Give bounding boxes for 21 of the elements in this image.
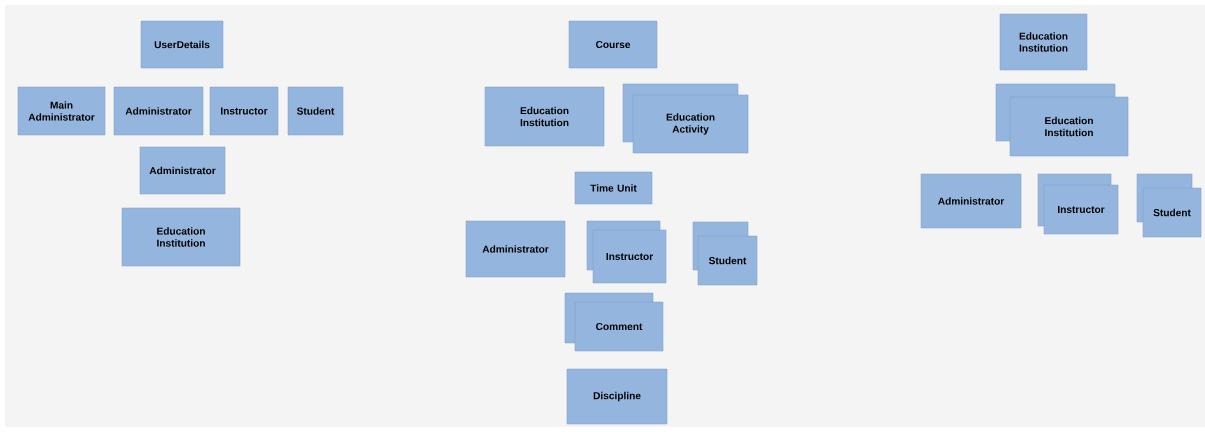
sticky-note: Administrator — [113, 86, 204, 136]
sticky-note: UserDetails — [140, 20, 224, 69]
stacked-notes: Instructor — [586, 220, 667, 284]
stacked-notes: Comment — [564, 292, 664, 352]
stacked-notes: Student — [1136, 173, 1202, 238]
stacked-notes: Student — [692, 221, 758, 286]
sticky-note: Course — [568, 20, 658, 69]
stacked-notes: Education Institution — [995, 83, 1129, 157]
sticky-note: Administrator — [465, 220, 566, 278]
sticky-note: Education Institution — [484, 86, 605, 147]
sticky-note: Student — [287, 86, 344, 136]
sticky-note: Education Institution — [999, 13, 1088, 71]
sticky-note: Administrator — [920, 173, 1022, 229]
sticky-note: Time Unit — [574, 171, 653, 205]
stacked-notes: Education Activity — [622, 83, 749, 154]
sticky-note: Administrator — [139, 146, 226, 195]
sticky-note: Main Administrator — [17, 86, 106, 136]
sticky-note: Discipline — [566, 368, 668, 425]
stacked-notes: Instructor — [1037, 173, 1119, 235]
sticky-note: Education Institution — [121, 207, 241, 267]
sticky-note: Instructor — [209, 86, 279, 136]
